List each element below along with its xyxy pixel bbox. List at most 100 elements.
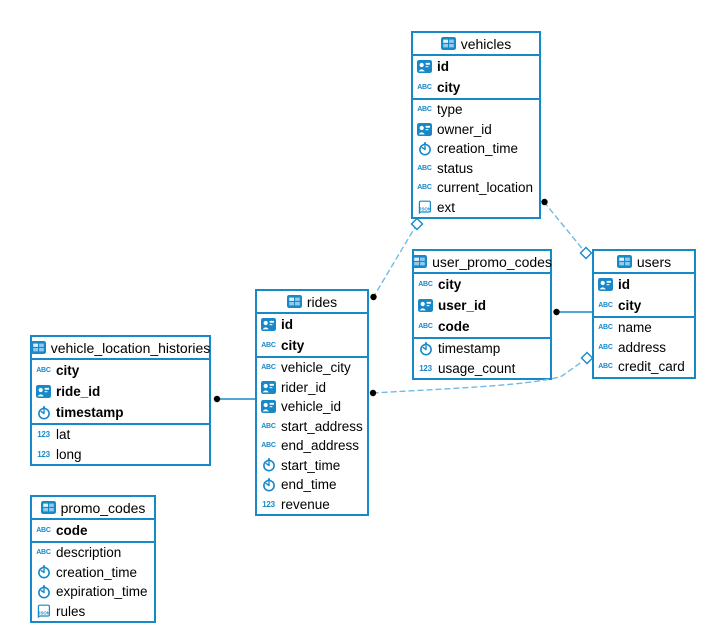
field-label: type: [437, 102, 463, 118]
field-label: lat: [56, 427, 71, 443]
field-label: creation_time: [437, 141, 519, 157]
field-label: ext: [437, 199, 456, 215]
field-ext[interactable]: JSON ext: [413, 198, 539, 218]
text-icon: ABC: [418, 281, 433, 288]
field-label: start_address: [281, 418, 363, 434]
text-icon: ABC: [417, 164, 432, 172]
field-timestamp[interactable]: timestamp: [32, 402, 209, 423]
field-id[interactable]: id: [594, 274, 694, 295]
field-label: end_time: [281, 477, 337, 493]
field-label: ride_id: [56, 384, 101, 399]
field-city[interactable]: ABC city: [257, 335, 367, 356]
field-creation_time[interactable]: creation_time: [413, 139, 539, 159]
field-usage_count[interactable]: 123 usage_count: [414, 359, 550, 379]
table-header[interactable]: promo_codes: [32, 497, 154, 520]
number-icon: 123: [37, 449, 50, 459]
table-header[interactable]: vehicle_location_histories: [30, 337, 211, 360]
table-name: vehicle_location_histories: [50, 339, 211, 356]
field-vehicle_id[interactable]: vehicle_id: [257, 397, 367, 417]
relation-line[interactable]: [372, 360, 584, 394]
table-icon: [616, 255, 632, 268]
field-user_id[interactable]: user_id: [414, 295, 550, 316]
field-label: revenue: [281, 496, 330, 512]
field-revenue[interactable]: 123 revenue: [257, 495, 367, 515]
table-icon: [40, 501, 56, 514]
json-icon: JSON: [416, 200, 433, 215]
table-header[interactable]: vehicles: [413, 33, 539, 56]
text-icon: ABC: [598, 324, 613, 332]
text-icon: ABC: [417, 84, 432, 91]
field-owner_id[interactable]: owner_id: [413, 120, 539, 140]
text-icon: ABC: [261, 342, 276, 349]
field-id[interactable]: id: [413, 56, 539, 77]
field-city[interactable]: ABC city: [414, 274, 550, 295]
text-icon: ABC: [261, 422, 276, 430]
text-icon: ABC: [261, 442, 276, 450]
field-label: city: [438, 277, 462, 292]
user-icon: [416, 122, 433, 136]
field-end_time[interactable]: end_time: [257, 475, 367, 495]
text-icon: ABC: [598, 302, 613, 309]
svg-text:JSON: JSON: [419, 207, 431, 212]
field-type[interactable]: ABC type: [413, 100, 539, 120]
table-header[interactable]: rides: [257, 291, 367, 314]
relation-user-promo-codes-users: [553, 308, 592, 316]
field-label: creation_time: [56, 564, 138, 580]
table-header[interactable]: user_promo_codes: [412, 251, 552, 274]
table-name: promo_codes: [60, 499, 146, 516]
number-icon: 123: [262, 499, 275, 509]
field-rider_id[interactable]: rider_id: [257, 378, 367, 398]
field-expiration_time[interactable]: expiration_time: [32, 582, 154, 602]
field-creation_time[interactable]: creation_time: [32, 563, 154, 583]
number-icon: 123: [419, 363, 432, 373]
field-id[interactable]: id: [257, 314, 367, 335]
table-name: vehicles: [460, 35, 512, 52]
table-header[interactable]: users: [594, 251, 694, 274]
text-icon: ABC: [418, 323, 433, 330]
relation-line[interactable]: [543, 201, 586, 253]
field-label: city: [281, 338, 305, 353]
user-icon: [597, 278, 614, 291]
field-ride_id[interactable]: ride_id: [32, 381, 209, 402]
field-label: usage_count: [438, 360, 516, 376]
field-start_address[interactable]: ABC start_address: [257, 417, 367, 437]
field-start_time[interactable]: start_time: [257, 456, 367, 476]
field-label: start_time: [281, 457, 341, 473]
relation-endpoint-dot: [370, 293, 377, 301]
field-timestamp[interactable]: timestamp: [414, 339, 550, 359]
table-icon: [412, 255, 428, 268]
text-icon: ABC: [417, 106, 432, 114]
svg-text:JSON: JSON: [38, 611, 50, 616]
clock-icon: [260, 458, 277, 472]
field-label: id: [281, 317, 293, 332]
relation-line[interactable]: [373, 223, 418, 297]
table-name: users: [636, 253, 672, 270]
